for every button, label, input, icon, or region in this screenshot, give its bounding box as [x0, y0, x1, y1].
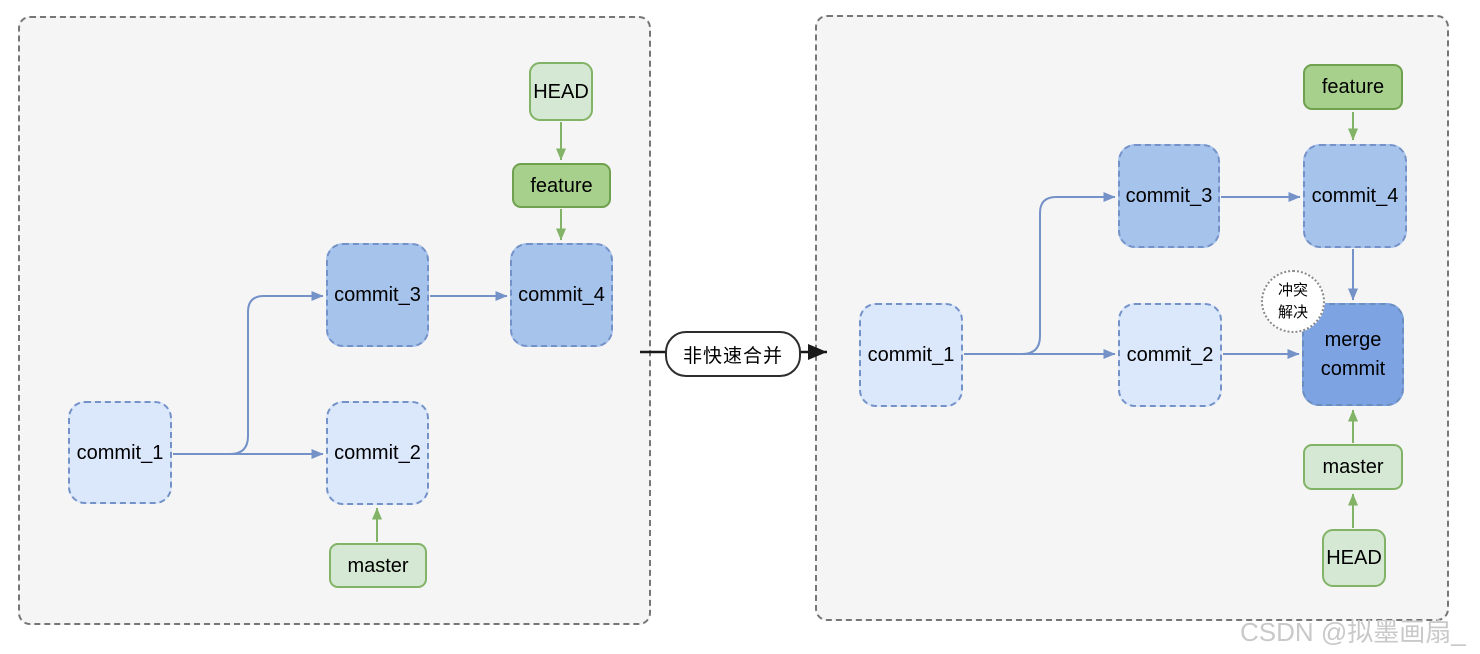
conflict-resolution-label: 冲突解决	[1277, 280, 1308, 321]
left-master-label: master	[347, 554, 409, 577]
left-feature-node: feature	[512, 163, 611, 208]
right-commit-1-label: commit_1	[867, 344, 955, 366]
edge-right-branch-commit3	[1021, 192, 1116, 355]
left-commit-1-node: commit_1	[68, 401, 172, 504]
right-head-node: HEAD	[1322, 529, 1386, 587]
right-commit-4-label: commit_4	[1311, 185, 1399, 207]
right-master-label: master	[1322, 456, 1384, 478]
left-commit-3-label: commit_3	[334, 284, 421, 306]
edge-left-branch-commit3	[229, 291, 324, 455]
left-commit-4-label: commit_4	[518, 284, 605, 306]
conflict-resolution-note: 冲突解决	[1261, 270, 1325, 333]
left-master-node: master	[329, 543, 427, 588]
right-commit-3-label: commit_3	[1125, 185, 1213, 207]
right-commit-1-node: commit_1	[859, 303, 963, 407]
right-feature-label: feature	[1321, 76, 1385, 98]
right-commit-3-node: commit_3	[1118, 144, 1220, 248]
right-merge-commit-label: merge commit	[1320, 328, 1386, 380]
left-commit-3-node: commit_3	[326, 243, 429, 347]
left-commit-2-label: commit_2	[334, 442, 421, 464]
left-feature-label: feature	[530, 174, 593, 197]
left-head-node: HEAD	[529, 62, 593, 121]
left-commit-2-node: commit_2	[326, 401, 429, 505]
csdn-watermark: CSDN @拟墨画扇_	[1240, 617, 1466, 647]
merge-type-label: 非快速合并	[682, 344, 783, 367]
left-commit-4-node: commit_4	[510, 243, 613, 347]
right-commit-2-node: commit_2	[1118, 303, 1222, 407]
left-commit-1-label: commit_1	[76, 441, 164, 464]
right-merge-commit-node: merge commit	[1302, 303, 1404, 406]
right-head-label: HEAD	[1326, 547, 1382, 569]
right-commit-2-label: commit_2	[1126, 344, 1214, 366]
right-commit-4-node: commit_4	[1303, 144, 1407, 248]
merge-type-connector: 非快速合并	[665, 331, 801, 377]
right-master-node: master	[1303, 444, 1403, 490]
right-feature-node: feature	[1303, 64, 1403, 110]
left-head-label: HEAD	[533, 80, 589, 103]
